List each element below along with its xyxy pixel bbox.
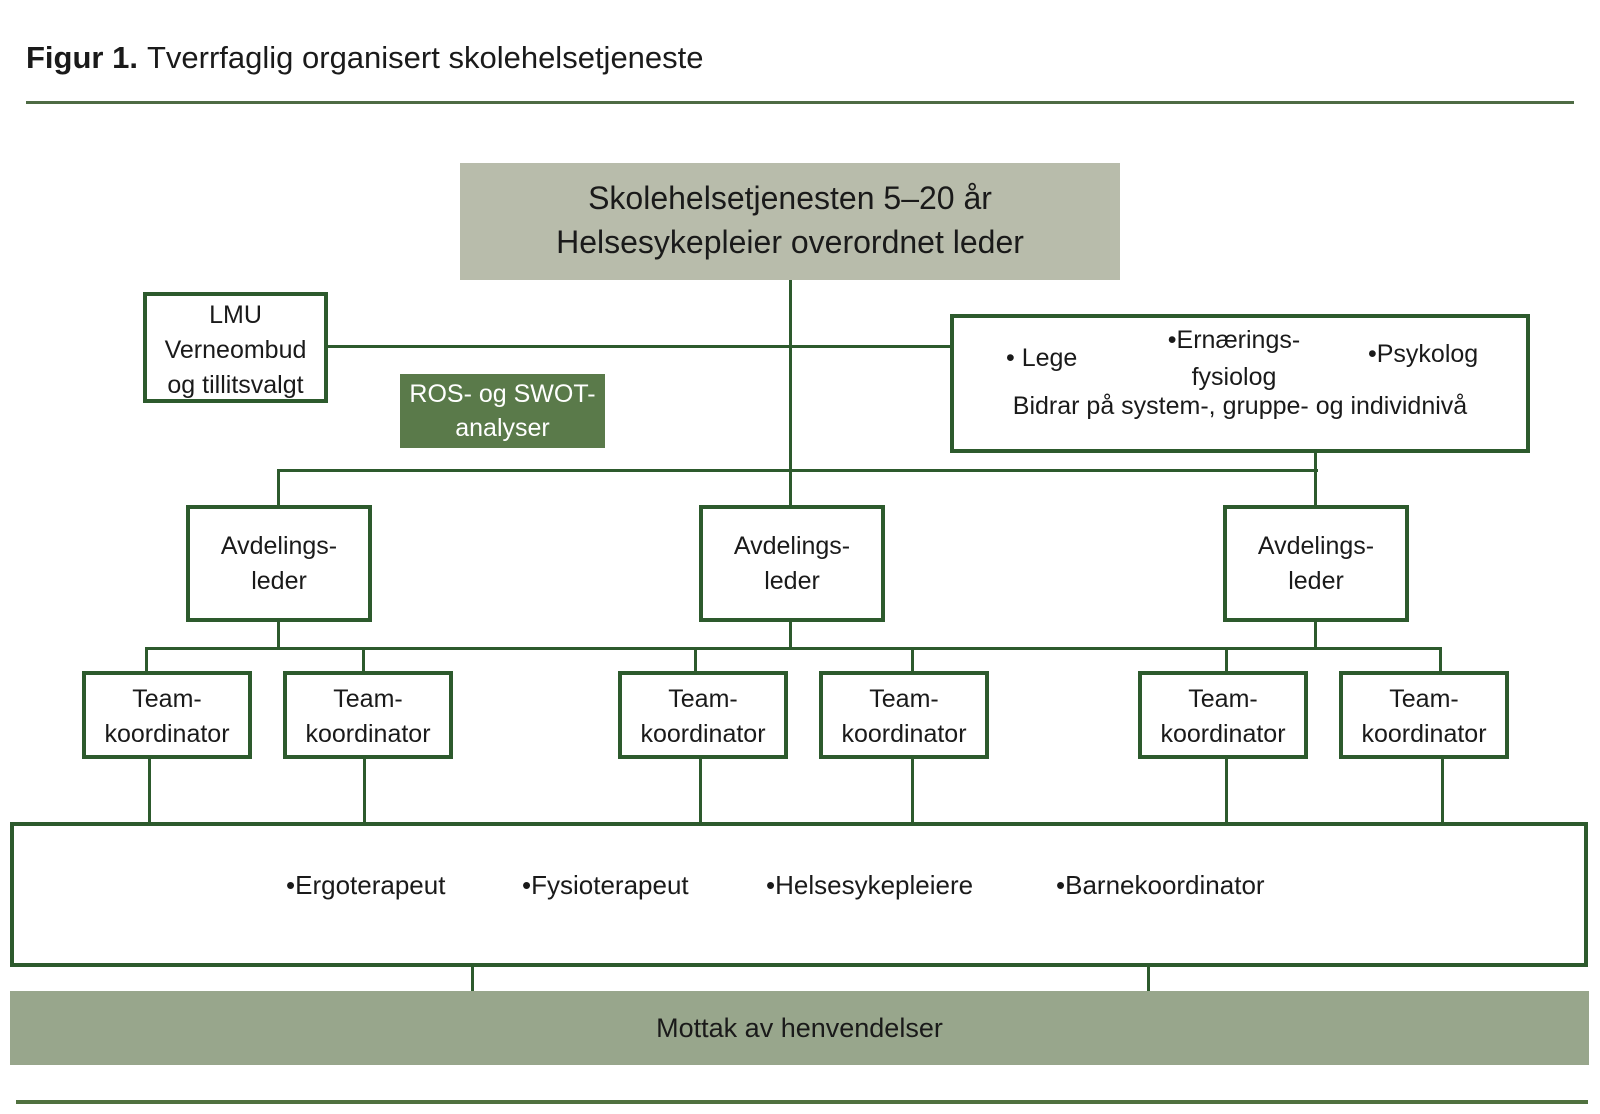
connector-team3-below bbox=[699, 757, 702, 825]
connector-staff-to-mottak-left bbox=[471, 965, 474, 993]
connector-avd2-to-rail2 bbox=[789, 620, 792, 650]
node-mottak: Mottak av henvendelser bbox=[10, 991, 1589, 1065]
teamkoordinator-line1: Team- bbox=[869, 685, 939, 713]
node-specialists: • Lege •Ernærings- fysiolog •Psykolog Bi… bbox=[950, 314, 1530, 453]
avdelingsleder-line1: Avdelings- bbox=[220, 532, 338, 560]
node-lmu: LMU Verneombud og tillitsvalgt bbox=[143, 292, 328, 403]
teamkoordinator-line2: koordinator bbox=[104, 720, 230, 748]
figure-number: Figur 1. bbox=[26, 40, 138, 75]
connector-team6-below bbox=[1441, 757, 1444, 825]
connector-team1-above bbox=[145, 649, 148, 673]
staff-fysioterapeut: •Fysioterapeut bbox=[522, 870, 689, 900]
teamkoordinator-line1: Team- bbox=[668, 685, 738, 713]
connector-drop-avd1 bbox=[277, 471, 280, 507]
connector-team4-above bbox=[911, 649, 914, 673]
node-teamkoordinator-6: Team- koordinator bbox=[1339, 671, 1509, 759]
node-avdelingsleder-2: Avdelings- leder bbox=[699, 505, 885, 622]
teamkoordinator-line1: Team- bbox=[333, 685, 403, 713]
connector-avd1-to-rail2 bbox=[277, 620, 280, 650]
specialists-note: Bidrar på system-, gruppe- og individniv… bbox=[1012, 392, 1468, 420]
node-lmu-line1: LMU bbox=[209, 301, 262, 329]
specialist-lege: • Lege bbox=[1006, 344, 1078, 372]
title-rule bbox=[26, 101, 1574, 104]
teamkoordinator-line2: koordinator bbox=[640, 720, 766, 748]
avdelingsleder-line1: Avdelings- bbox=[1257, 532, 1375, 560]
connector-drop-avd3 bbox=[1314, 453, 1317, 507]
connector-rail-team bbox=[145, 647, 1442, 650]
figure-title: Figur 1.Tverrfaglig organisert skolehels… bbox=[26, 40, 704, 76]
node-skolehelsetjenesten: Skolehelsetjenesten 5–20 år Helsesykeple… bbox=[460, 163, 1120, 280]
node-skolehelsetjenesten-line2: Helsesykepleier overordnet leder bbox=[556, 224, 1024, 260]
connector-rail-avdeling bbox=[277, 469, 1318, 472]
teamkoordinator-line1: Team- bbox=[1188, 685, 1258, 713]
connector-top-vertical bbox=[789, 280, 792, 507]
node-teamkoordinator-3: Team- koordinator bbox=[618, 671, 788, 759]
specialist-ernaerings-line1: •Ernærings- bbox=[1167, 326, 1301, 354]
connector-staff-to-mottak-right bbox=[1147, 965, 1150, 993]
avdelingsleder-line2: leder bbox=[251, 567, 307, 595]
teamkoordinator-line2: koordinator bbox=[1160, 720, 1286, 748]
avdelingsleder-line2: leder bbox=[1288, 567, 1344, 595]
connector-team5-above bbox=[1225, 649, 1228, 673]
teamkoordinator-line2: koordinator bbox=[1361, 720, 1487, 748]
connector-team6-above bbox=[1439, 649, 1442, 673]
connector-lmu-horizontal bbox=[328, 345, 952, 348]
staff-helsesykepleiere: •Helsesykepleiere bbox=[766, 870, 974, 900]
connector-team1-below bbox=[148, 757, 151, 825]
connector-team4-below bbox=[911, 757, 914, 825]
node-teamkoordinator-5: Team- koordinator bbox=[1138, 671, 1308, 759]
node-lmu-line3: og tillitsvalgt bbox=[167, 371, 304, 399]
teamkoordinator-line2: koordinator bbox=[305, 720, 431, 748]
node-teamkoordinator-2: Team- koordinator bbox=[283, 671, 453, 759]
node-avdelingsleder-3: Avdelings- leder bbox=[1223, 505, 1409, 622]
staff-ergoterapeut: •Ergoterapeut bbox=[286, 870, 446, 900]
node-ros-line2: analyser bbox=[455, 414, 550, 442]
connector-team5-below bbox=[1225, 757, 1228, 825]
connector-avd3-to-rail2 bbox=[1314, 620, 1317, 650]
node-teamkoordinator-1: Team- koordinator bbox=[82, 671, 252, 759]
node-skolehelsetjenesten-line1: Skolehelsetjenesten 5–20 år bbox=[588, 180, 992, 216]
staff-barnekoordinator: •Barnekoordinator bbox=[1056, 870, 1265, 900]
node-teamkoordinator-4: Team- koordinator bbox=[819, 671, 989, 759]
specialist-ernaerings-line2: fysiolog bbox=[1191, 363, 1277, 391]
specialist-psykolog: •Psykolog bbox=[1368, 340, 1479, 368]
teamkoordinator-line1: Team- bbox=[1389, 685, 1459, 713]
bottom-rule bbox=[16, 1100, 1588, 1104]
node-avdelingsleder-1: Avdelings- leder bbox=[186, 505, 372, 622]
avdelingsleder-line2: leder bbox=[764, 567, 820, 595]
node-staff: •Ergoterapeut •Fysioterapeut •Helsesykep… bbox=[10, 822, 1588, 967]
connector-team2-below bbox=[363, 757, 366, 825]
node-ros-swot: ROS- og SWOT- analyser bbox=[400, 374, 605, 448]
mottak-label: Mottak av henvendelser bbox=[656, 1013, 943, 1043]
teamkoordinator-line1: Team- bbox=[132, 685, 202, 713]
specialist-ernaeringsfysiolog: •Ernærings- fysiolog bbox=[1144, 322, 1324, 396]
connector-team2-above bbox=[362, 649, 365, 673]
connector-team3-above bbox=[694, 649, 697, 673]
figure-caption: Tverrfaglig organisert skolehelsetjenest… bbox=[146, 40, 704, 75]
avdelingsleder-line1: Avdelings- bbox=[733, 532, 851, 560]
node-lmu-line2: Verneombud bbox=[164, 336, 307, 364]
node-ros-line1: ROS- og SWOT- bbox=[409, 380, 596, 408]
teamkoordinator-line2: koordinator bbox=[841, 720, 967, 748]
